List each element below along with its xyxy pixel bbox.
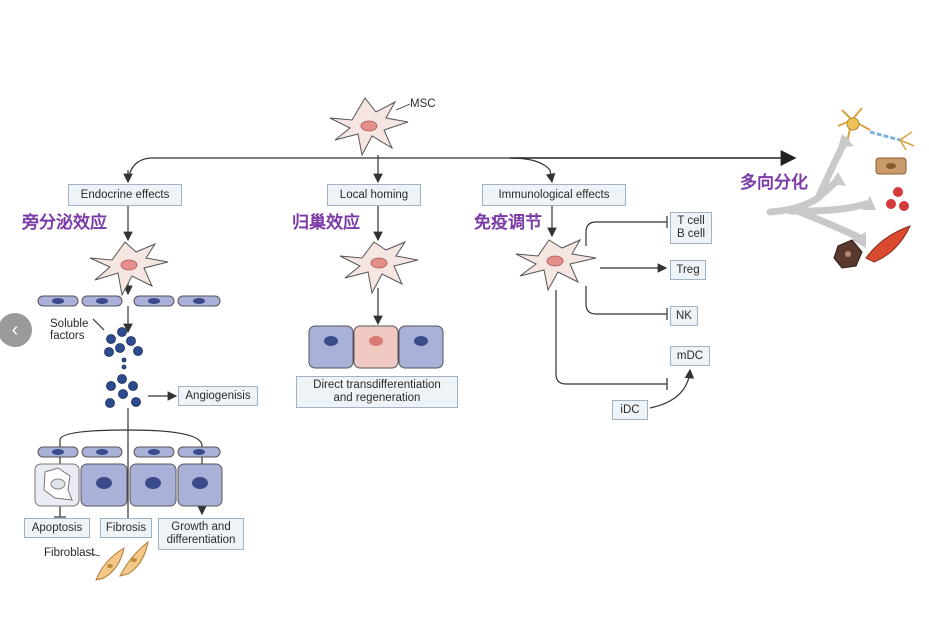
homing-tissue-cells (308, 325, 444, 369)
cardiac-cell (833, 225, 911, 269)
multi-differentiation-cn-label: 多向分化 (740, 173, 808, 192)
tcell-bcell-box: T cell B cell (670, 212, 712, 244)
mdc-box: mDC (670, 346, 710, 366)
soluble-factors-label: Soluble factors (50, 318, 89, 342)
soluble-factor-dots (104, 327, 143, 408)
chevron-left-icon: ‹ (11, 319, 19, 341)
immuno-msc-cell (515, 238, 597, 292)
immunological-effects-box: Immunological effects (482, 184, 626, 206)
homing-msc-cell (339, 240, 419, 295)
endocrine-effects-box: Endocrine effects (68, 184, 182, 206)
endothelial-strip-bottom (37, 446, 221, 458)
bone-cell (875, 157, 907, 175)
neuron-cell (837, 107, 915, 151)
endothelial-strip-top (37, 295, 221, 307)
transdifferentiation-box: Direct transdifferentiation and regenera… (296, 376, 458, 408)
endocrine-tissue-cells (34, 463, 223, 507)
differentiation-arrowheads (830, 134, 876, 248)
msc-cell (329, 97, 409, 157)
homing-cn-label: 归巢效应 (292, 213, 360, 232)
local-homing-box: Local homing (327, 184, 421, 206)
angiogenesis-box: Angiogenisis (178, 386, 258, 406)
endocrine-msc-cell (89, 241, 169, 297)
apoptosis-box: Apoptosis (24, 518, 90, 538)
top-branch-lines (123, 150, 797, 184)
growth-differentiation-box: Growth and differentiation (158, 518, 244, 550)
nk-box: NK (670, 306, 698, 326)
treg-box: Treg (670, 260, 706, 280)
fibrosis-box: Fibrosis (100, 518, 152, 538)
immuno-arrows (547, 206, 695, 409)
fibroblast-cells (87, 540, 149, 581)
idc-box: iDC (612, 400, 648, 420)
red-blood-cells (886, 187, 909, 211)
immuno-cn-label: 免疫调节 (474, 213, 542, 232)
endocrine-cn-label: 旁分泌效应 (22, 213, 107, 232)
fibroblast-label: Fibroblast (44, 547, 95, 559)
previous-slide-button[interactable]: ‹ (0, 313, 32, 347)
msc-label: MSC (410, 98, 436, 110)
